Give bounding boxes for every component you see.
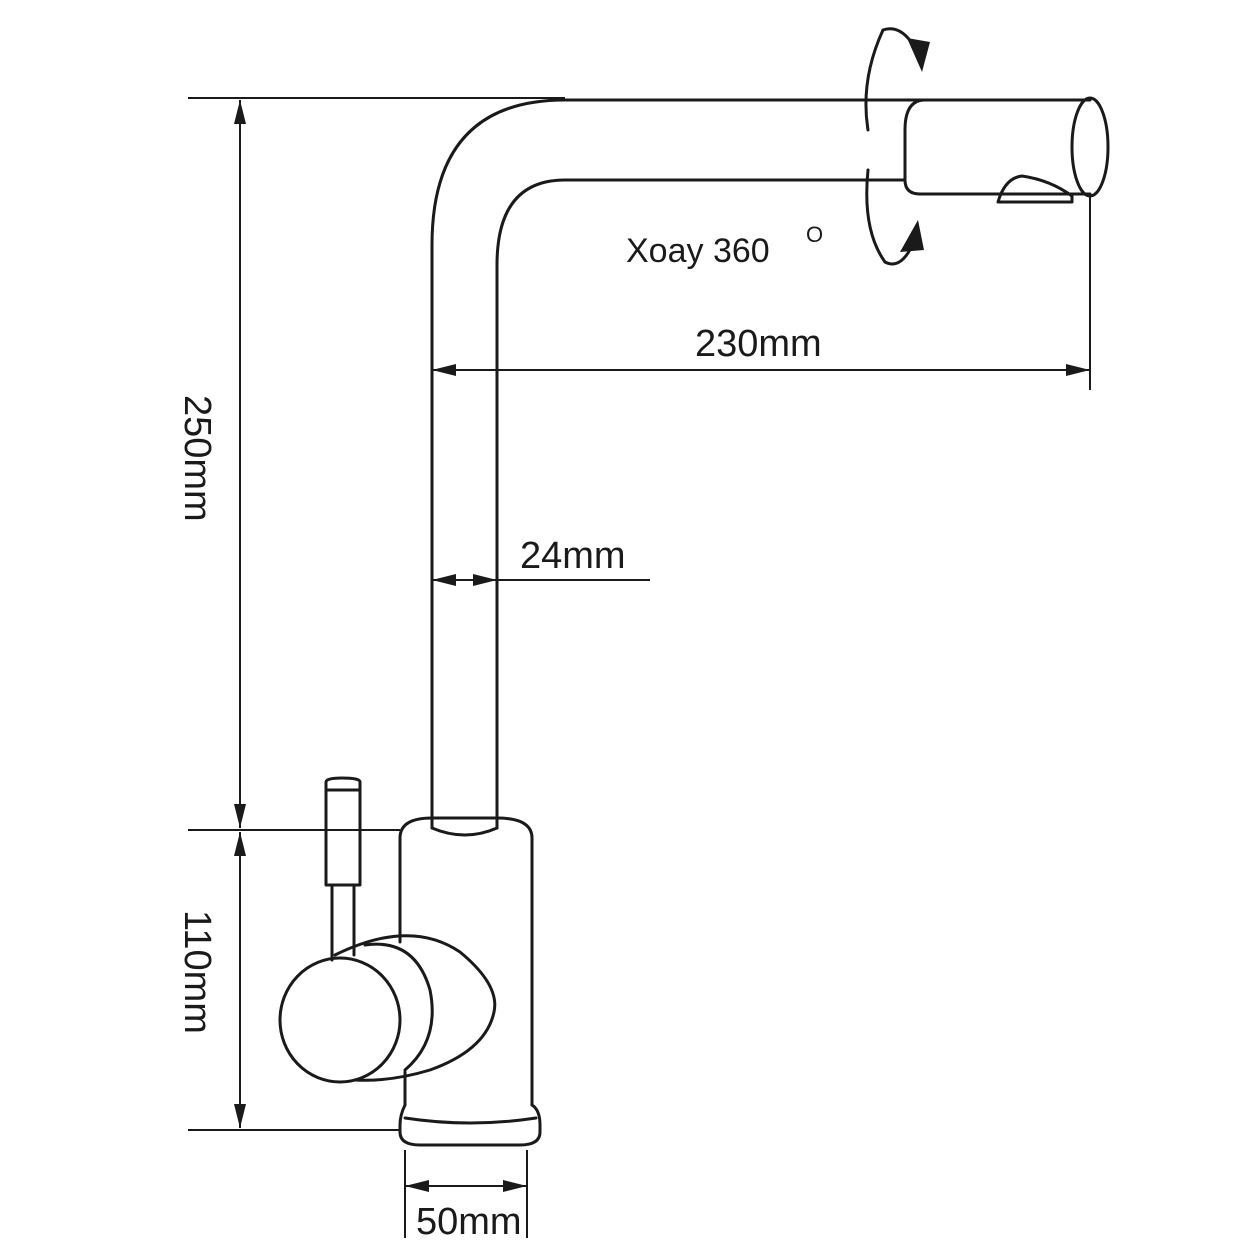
label-spout-reach: 230mm bbox=[695, 323, 822, 365]
handle-lever-upper bbox=[324, 788, 362, 887]
rotation-label: Xoay 360 bbox=[626, 232, 770, 270]
spout-tip-body bbox=[903, 98, 927, 182]
rotation-superscript: O bbox=[806, 222, 823, 247]
spout-inner-outline bbox=[495, 178, 907, 830]
arrow-height-base-top bbox=[234, 832, 246, 856]
label-base-diameter: 50mm bbox=[416, 1201, 522, 1243]
arrow-pipe-diameter-left bbox=[432, 574, 456, 586]
rotation-arrow-bottom bbox=[900, 220, 924, 252]
dimension-spout-reach: 230mm bbox=[432, 196, 1091, 390]
arrow-spout-reach-right bbox=[1066, 364, 1090, 376]
rotation-arrow-bottom-tail bbox=[883, 244, 914, 266]
rotation-arc-bottom bbox=[865, 168, 887, 264]
arrow-pipe-diameter-right bbox=[473, 574, 497, 586]
arrow-height-total-bottom bbox=[234, 804, 246, 828]
spout-aerator bbox=[996, 174, 1074, 204]
base-top-cap-lower bbox=[430, 826, 499, 837]
base-top-cap bbox=[398, 816, 534, 840]
base-flange-inner bbox=[403, 1116, 538, 1125]
handle-lever-stem bbox=[330, 883, 356, 962]
handle-knob bbox=[278, 956, 402, 1084]
arrow-height-total-top bbox=[234, 100, 246, 124]
arrow-base-diameter-right bbox=[503, 1180, 527, 1192]
label-height-total: 250mm bbox=[176, 395, 218, 522]
dimension-base-diameter: 50mm bbox=[404, 1150, 528, 1243]
spout-outer-outline bbox=[430, 98, 1092, 830]
handle-joint bbox=[363, 942, 434, 1072]
rotation-arrow-top-tail bbox=[881, 27, 916, 48]
handle-body bbox=[333, 934, 497, 1082]
dimension-pipe-diameter: 24mm bbox=[432, 535, 650, 586]
rotation-arc-top bbox=[864, 28, 885, 132]
spout-tip-bottom bbox=[903, 178, 1092, 196]
arrow-height-base-bottom bbox=[234, 1104, 246, 1128]
label-height-base: 110mm bbox=[176, 910, 218, 1034]
base-flange bbox=[398, 1103, 542, 1147]
label-pipe-diameter: 24mm bbox=[520, 535, 626, 577]
rotation-indicator: Xoay 360 O bbox=[626, 27, 930, 270]
handle-lever-top bbox=[324, 776, 362, 792]
dimension-height-total: 250mm bbox=[176, 97, 565, 828]
arrow-base-diameter-left bbox=[405, 1180, 429, 1192]
arrow-spout-reach-left bbox=[432, 364, 456, 376]
spout-tip-end bbox=[1070, 96, 1110, 198]
dimension-height-base: 110mm bbox=[176, 829, 400, 1131]
